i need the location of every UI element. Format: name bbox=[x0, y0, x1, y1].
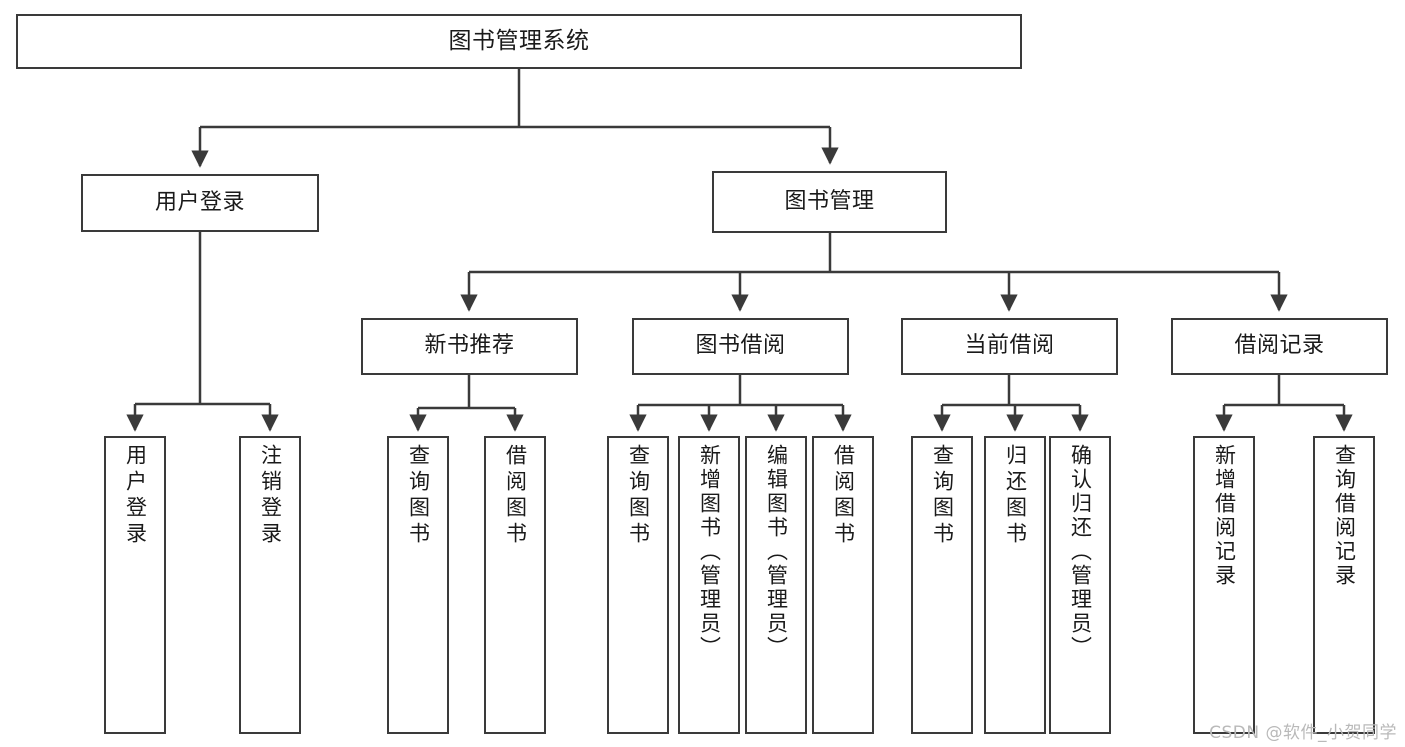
leaf-current-return-book-label: 归还图书 bbox=[1003, 444, 1028, 548]
leaf-record-add-label: 新增借阅记录 bbox=[1212, 444, 1237, 588]
node-root[interactable]: 图书管理系统 bbox=[16, 14, 1022, 69]
leaf-current-confirm-return-label: 确认归还（管理员） bbox=[1068, 444, 1093, 660]
leaf-user-logout[interactable]: 注销登录 bbox=[239, 436, 301, 734]
leaf-recommend-borrow-book[interactable]: 借阅图书 bbox=[484, 436, 546, 734]
leaf-current-query-book[interactable]: 查询图书 bbox=[911, 436, 973, 734]
leaf-borrow-edit-book[interactable]: 编辑图书（管理员） bbox=[745, 436, 807, 734]
leaf-user-login-do-label: 用户登录 bbox=[123, 444, 148, 548]
leaf-current-confirm-return[interactable]: 确认归还（管理员） bbox=[1049, 436, 1111, 734]
leaf-borrow-query-book[interactable]: 查询图书 bbox=[607, 436, 669, 734]
node-root-label: 图书管理系统 bbox=[448, 27, 590, 54]
leaf-recommend-borrow-book-label: 借阅图书 bbox=[503, 444, 528, 548]
leaf-record-query[interactable]: 查询借阅记录 bbox=[1313, 436, 1375, 734]
leaf-borrow-edit-book-label: 编辑图书（管理员） bbox=[764, 444, 789, 660]
leaf-recommend-query-book[interactable]: 查询图书 bbox=[387, 436, 449, 734]
leaf-borrow-query-book-label: 查询图书 bbox=[626, 444, 651, 548]
leaf-current-query-book-label: 查询图书 bbox=[930, 444, 955, 548]
leaf-current-return-book[interactable]: 归还图书 bbox=[984, 436, 1046, 734]
leaf-record-add[interactable]: 新增借阅记录 bbox=[1193, 436, 1255, 734]
node-new-book-recommend[interactable]: 新书推荐 bbox=[361, 318, 578, 375]
node-book-management[interactable]: 图书管理 bbox=[712, 171, 947, 233]
leaf-user-login-do[interactable]: 用户登录 bbox=[104, 436, 166, 734]
leaf-recommend-query-book-label: 查询图书 bbox=[406, 444, 431, 548]
leaf-borrow-borrow-book-label: 借阅图书 bbox=[831, 444, 856, 548]
leaf-record-query-label: 查询借阅记录 bbox=[1332, 444, 1357, 588]
node-current-borrow[interactable]: 当前借阅 bbox=[901, 318, 1118, 375]
leaf-borrow-add-book[interactable]: 新增图书（管理员） bbox=[678, 436, 740, 734]
node-new-book-recommend-label: 新书推荐 bbox=[424, 333, 515, 359]
node-book-borrow[interactable]: 图书借阅 bbox=[632, 318, 849, 375]
node-book-borrow-label: 图书借阅 bbox=[695, 333, 786, 359]
leaf-borrow-add-book-label: 新增图书（管理员） bbox=[697, 444, 722, 660]
leaf-borrow-borrow-book[interactable]: 借阅图书 bbox=[812, 436, 874, 734]
node-user-login[interactable]: 用户登录 bbox=[81, 174, 319, 232]
leaf-user-logout-label: 注销登录 bbox=[258, 444, 283, 548]
node-borrow-record[interactable]: 借阅记录 bbox=[1171, 318, 1388, 375]
node-current-borrow-label: 当前借阅 bbox=[964, 333, 1055, 359]
node-user-login-label: 用户登录 bbox=[154, 189, 245, 215]
node-book-management-label: 图书管理 bbox=[784, 188, 875, 214]
node-borrow-record-label: 借阅记录 bbox=[1234, 333, 1325, 359]
watermark-text: CSDN @软件_小贺同学 bbox=[1209, 723, 1397, 743]
